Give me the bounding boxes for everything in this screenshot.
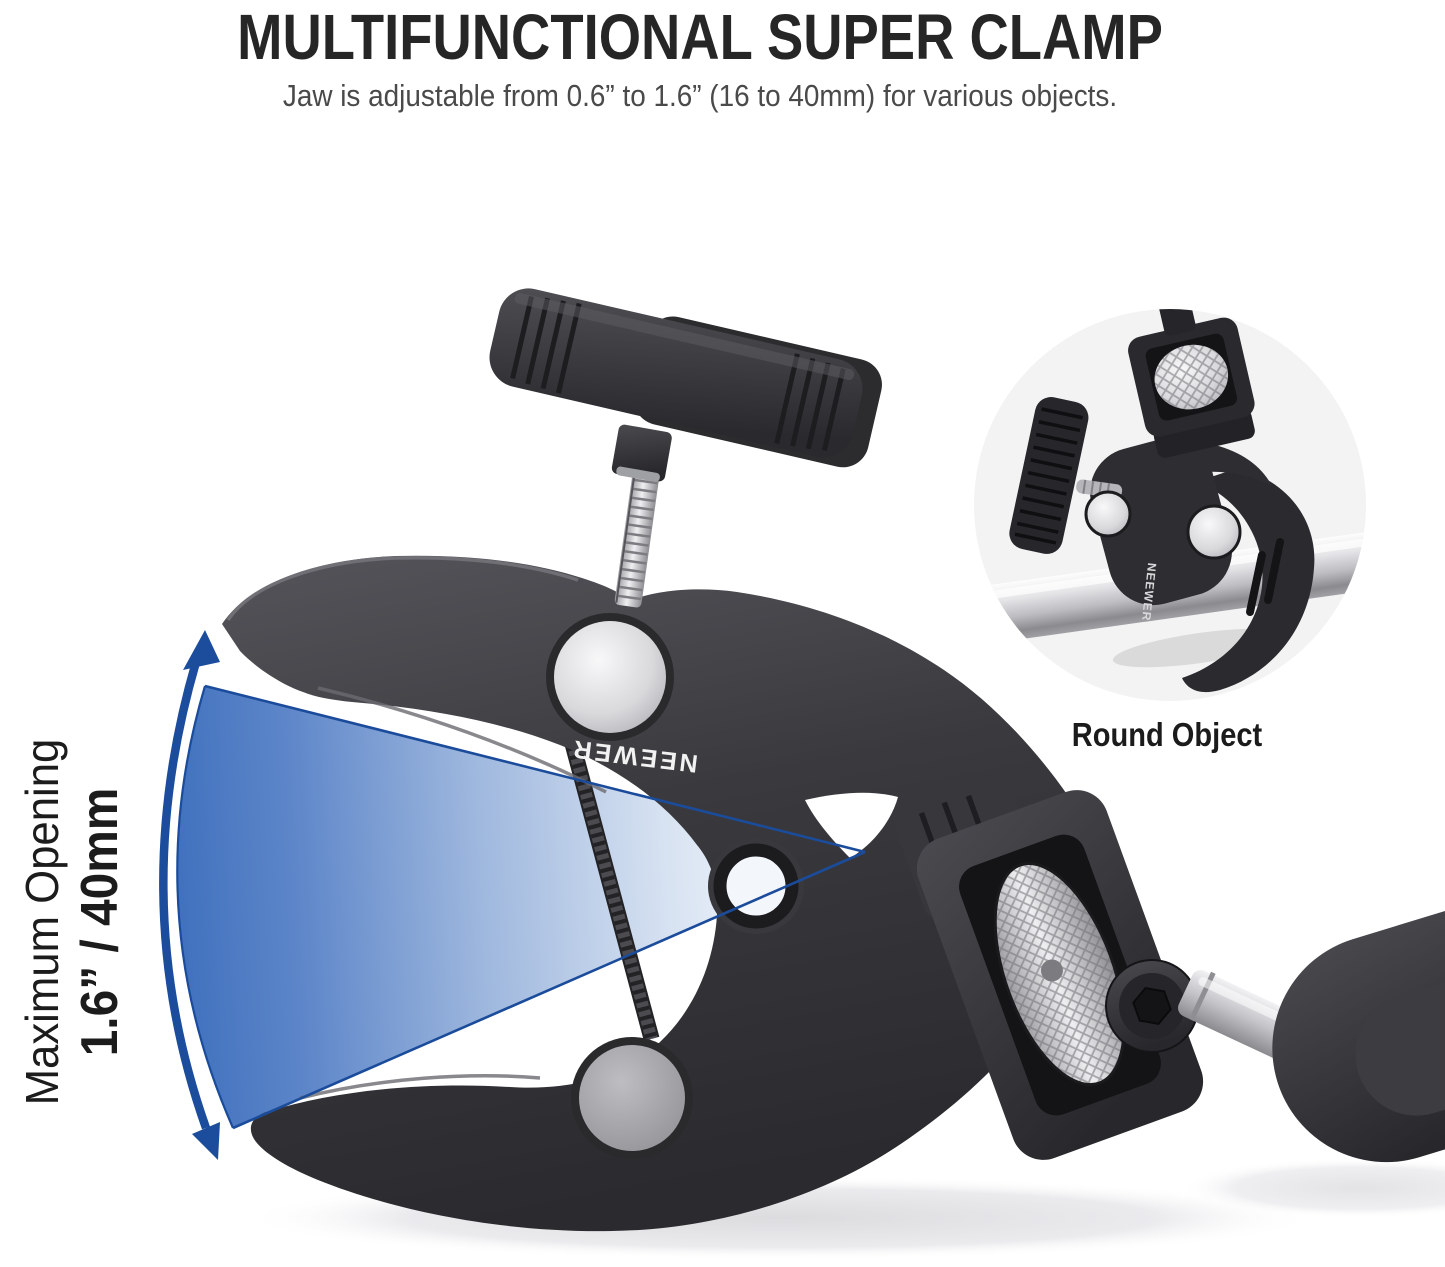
clamp-body bbox=[222, 555, 1112, 1232]
ball-arm bbox=[1178, 904, 1445, 1163]
max-opening-value: 1.6” / 40mm bbox=[71, 787, 129, 1057]
opening-range-arrow-icon bbox=[159, 630, 220, 1160]
max-opening-text: Maximum Opening bbox=[16, 738, 68, 1106]
opening-range-annotation bbox=[159, 630, 866, 1160]
inset-knob bbox=[1009, 397, 1089, 554]
opening-wedge bbox=[177, 686, 865, 1128]
inset-clamp bbox=[1009, 309, 1315, 693]
clamp-screw-upper bbox=[614, 461, 661, 608]
inset-caption: Round Object bbox=[1071, 716, 1263, 753]
round-object-inset bbox=[974, 309, 1366, 701]
knob-collar bbox=[611, 424, 672, 482]
clamp-pins bbox=[546, 613, 804, 1159]
page-title: MULTIFUNCTIONAL SUPER CLAMP bbox=[237, 1, 1163, 73]
inset-top-mount bbox=[1128, 309, 1255, 458]
locking-knob bbox=[489, 288, 882, 468]
mount-block bbox=[916, 790, 1204, 1160]
page-subtitle: Jaw is adjustable from 0.6” to 1.6” (16 … bbox=[282, 78, 1118, 113]
max-opening-label: Maximum Opening 1.6” / 40mm bbox=[15, 682, 145, 1162]
